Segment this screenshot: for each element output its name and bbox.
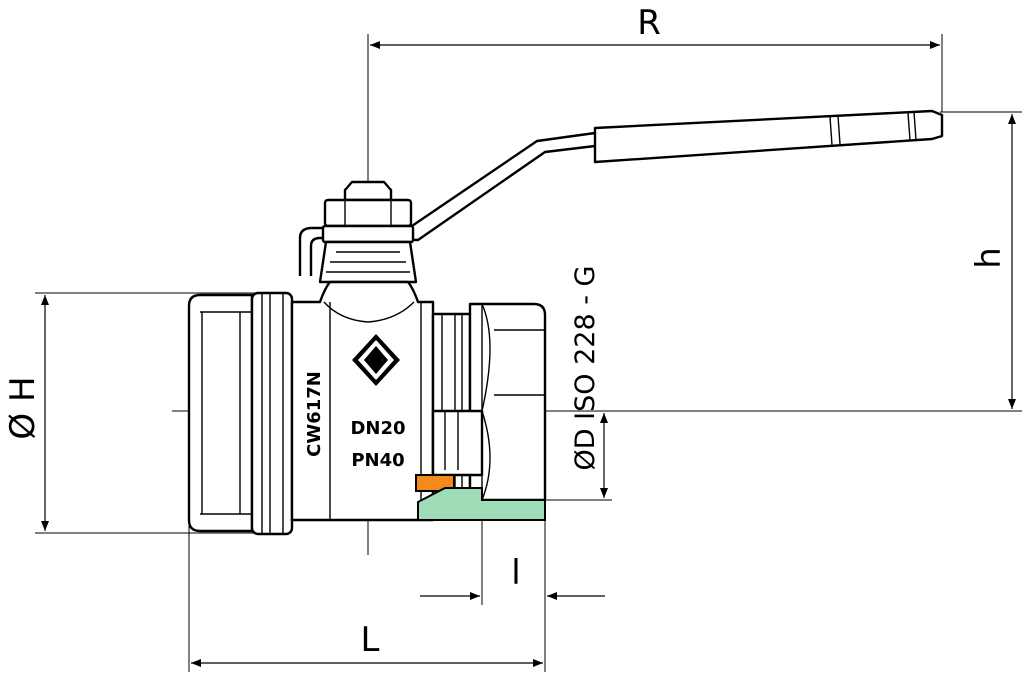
dimension-labels: R h Ø H ØD ISO 228 - G l L [3, 3, 1009, 660]
section-cut [415, 409, 546, 521]
ll-label: L [361, 620, 380, 660]
oh-label: Ø H [3, 376, 43, 439]
manufacturer-logo [352, 334, 400, 386]
h-label: h [969, 247, 1009, 269]
pn-mark: PN40 [351, 450, 404, 471]
od-label: ØD ISO 228 - G [570, 266, 601, 471]
material-mark: CW617N [304, 371, 325, 457]
lever-handle [298, 109, 944, 276]
gasket [415, 474, 455, 492]
r-label: R [637, 3, 661, 43]
stem-nut [318, 180, 418, 284]
l-label: l [511, 553, 520, 593]
dimension-lines [35, 34, 1022, 672]
seal-ring [417, 487, 546, 521]
dn-mark: DN20 [350, 418, 405, 439]
valve-body [187, 280, 547, 536]
body-markings: CW617N DN20 PN40 [304, 371, 406, 471]
